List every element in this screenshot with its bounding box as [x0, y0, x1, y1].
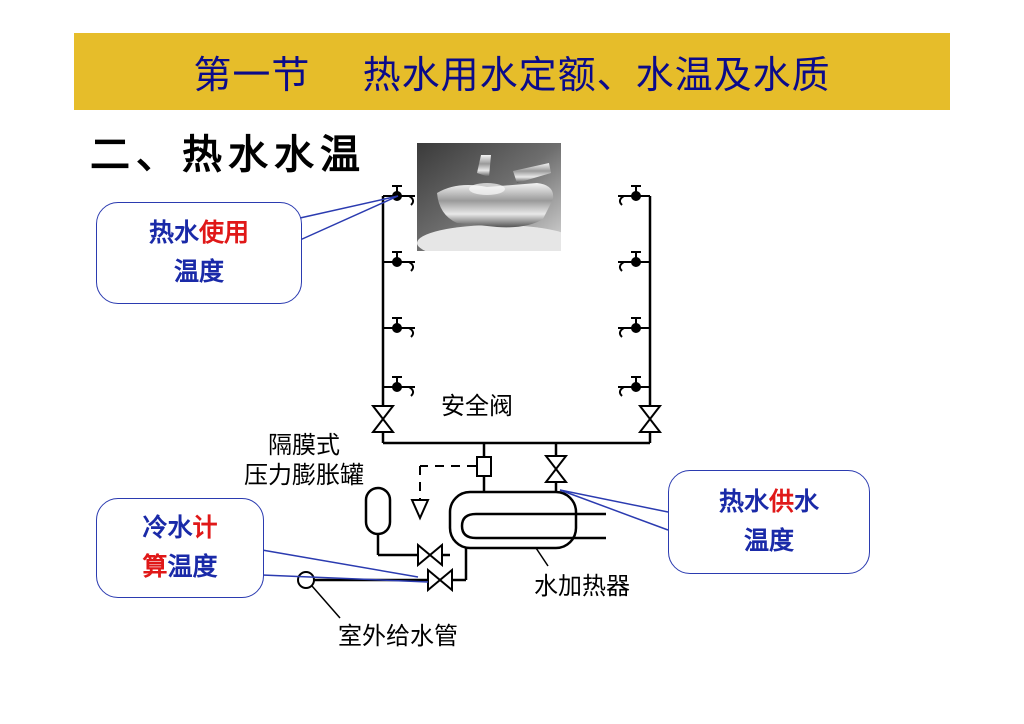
label-expansion-tank-line2: 压力膨胀罐 — [244, 461, 364, 489]
callout-hot-water-supply-temperature: 热水供水 温度 — [668, 470, 870, 574]
label-expansion-tank-line1: 隔膜式 — [268, 431, 340, 459]
faucet-icon — [383, 376, 415, 397]
label-outdoor-supply-pipe: 室外给水管 — [338, 622, 458, 650]
faucet-icon — [618, 185, 650, 206]
callout-cold-water-calc-temperature: 冷水计 算温度 — [96, 498, 264, 598]
label-safety-valve: 安全阀 — [441, 392, 513, 420]
page-title: 第一节 热水用水定额、水温及水质 — [193, 53, 831, 97]
title-bar: 第一节 热水用水定额、水温及水质 — [74, 33, 950, 110]
faucet-icon — [618, 317, 650, 338]
callout-hot-water-use-temperature: 热水使用 温度 — [96, 202, 302, 304]
section-heading: 二、热水水温 — [90, 131, 366, 178]
faucet-icon — [383, 185, 415, 206]
faucet-photo — [417, 143, 561, 251]
faucet-icon — [618, 376, 650, 397]
faucet-icon — [383, 317, 415, 338]
label-water-heater: 水加热器 — [534, 572, 630, 600]
faucet-icon — [383, 251, 415, 272]
faucet-icon — [618, 251, 650, 272]
